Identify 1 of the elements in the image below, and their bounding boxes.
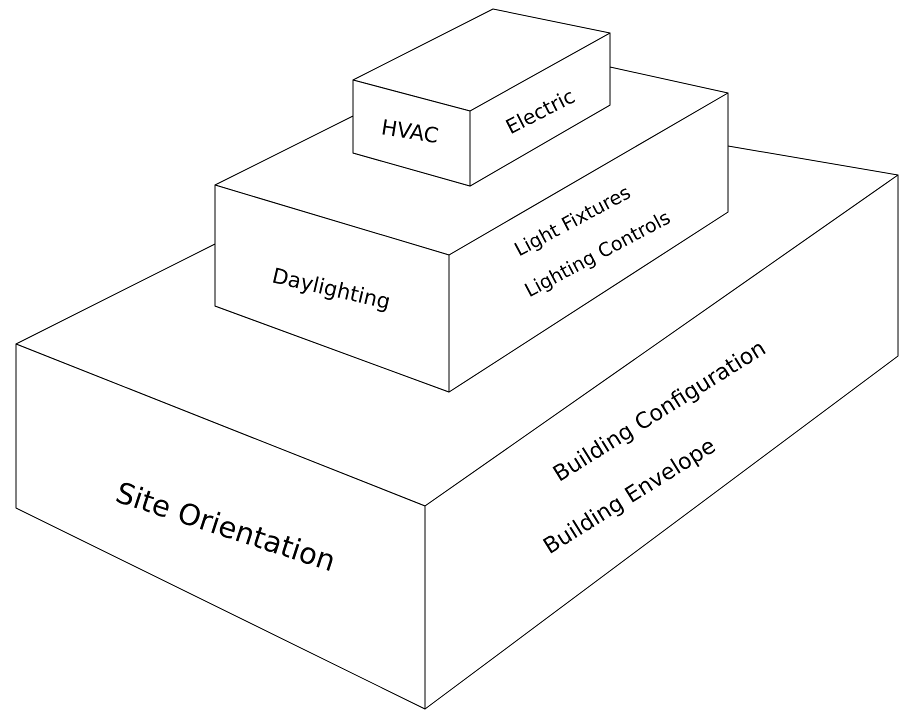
node-label: HVAC xyxy=(382,119,438,143)
